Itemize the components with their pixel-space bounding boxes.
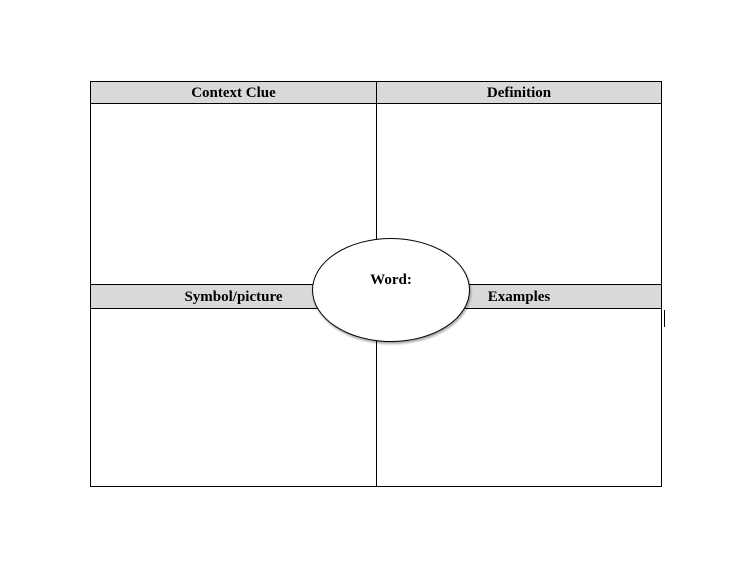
text-cursor-mark (664, 310, 665, 327)
symbol-picture-box[interactable] (91, 309, 376, 486)
definition-header: Definition (377, 82, 661, 104)
word-label: Word: (370, 272, 412, 288)
examples-box[interactable] (377, 309, 661, 486)
context-clue-box[interactable] (91, 105, 376, 285)
word-oval[interactable]: Word: (312, 238, 470, 342)
context-clue-header: Context Clue (91, 82, 376, 104)
frayer-model-frame: Context Clue Definition Symbol/picture E… (90, 81, 662, 487)
